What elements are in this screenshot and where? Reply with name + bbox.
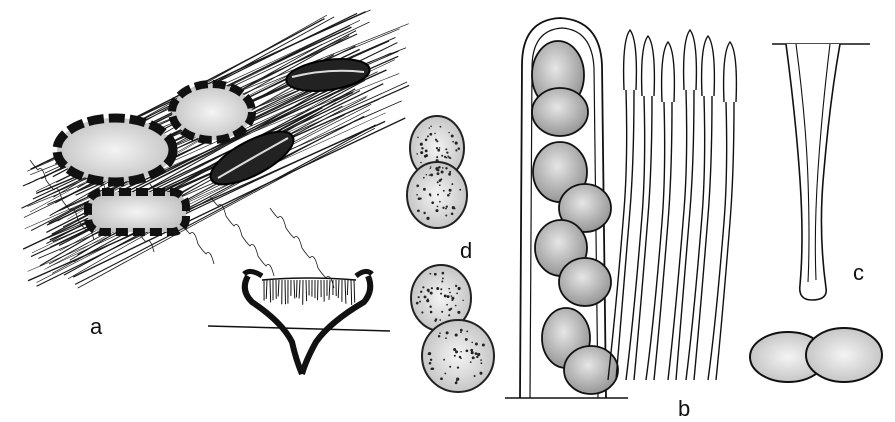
panel-label-c: c [853, 262, 864, 284]
hymenium-lines [264, 280, 355, 305]
panel-b-ascus [505, 18, 628, 398]
panel-c-spore [750, 328, 882, 382]
panel-label-b: b [678, 398, 690, 420]
panel-d-spores [407, 116, 494, 392]
ascospore-4 [542, 308, 618, 394]
ascospore-3 [535, 220, 611, 306]
ascospore-2 [533, 142, 611, 232]
ascospore-1 [532, 41, 588, 136]
lesion-2 [172, 84, 252, 140]
lesion-5 [88, 192, 186, 232]
panel-label-a: a [90, 316, 102, 338]
lesion-1 [57, 118, 173, 182]
panel-label-d: d [460, 240, 472, 262]
panel-b-paraphyses [608, 30, 736, 380]
panel-a-stem-drawing [21, 10, 409, 288]
apothecium-section-drawing [208, 271, 390, 374]
